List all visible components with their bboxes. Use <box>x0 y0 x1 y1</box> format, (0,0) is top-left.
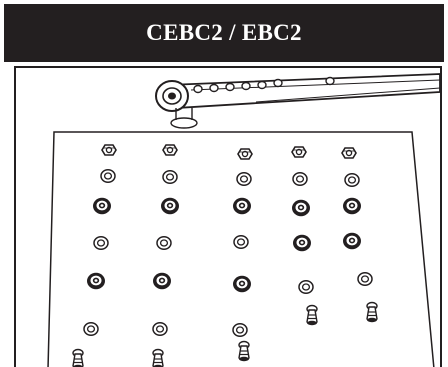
small-nut-icon <box>291 146 307 158</box>
large-nut-icon <box>232 275 252 293</box>
flat-washer-icon <box>100 169 116 183</box>
flat-washer-icon <box>292 172 308 186</box>
threaded-stud-icon <box>152 348 164 367</box>
hardware-row-6 <box>83 301 378 337</box>
hardware-row-1 <box>101 144 357 160</box>
flat-washer-icon <box>93 236 109 250</box>
wrench-icon <box>155 73 440 129</box>
small-nut-icon <box>237 148 253 160</box>
large-nut-icon <box>342 232 362 250</box>
threaded-stud-icon <box>306 304 318 326</box>
flat-washer-icon <box>357 272 373 286</box>
threaded-stud-icon <box>238 340 250 362</box>
large-nut-icon <box>86 272 106 290</box>
large-nut-icon <box>292 234 312 252</box>
large-nut-icon <box>342 197 362 215</box>
small-nut-icon <box>341 147 357 159</box>
flat-washer-icon <box>344 173 360 187</box>
flat-washer-icon <box>298 280 314 294</box>
hardware-diagram <box>47 73 440 367</box>
hardware-row-7 <box>72 340 250 367</box>
flat-washer-icon <box>152 322 168 336</box>
header-title: CEBC2 / EBC2 <box>4 4 444 62</box>
large-nut-icon <box>92 197 112 215</box>
flat-washer-icon <box>236 172 252 186</box>
hardware-row-3 <box>92 197 362 217</box>
hardware-row-5 <box>86 272 373 294</box>
large-nut-icon <box>232 197 252 215</box>
hardware-row-2 <box>100 169 360 187</box>
mounting-board <box>47 131 435 367</box>
hardware-row-4 <box>93 232 362 252</box>
large-nut-icon <box>291 199 311 217</box>
flat-washer-icon <box>162 170 178 184</box>
threaded-stud-icon <box>366 301 378 323</box>
flat-washer-icon <box>156 236 172 250</box>
flat-washer-icon <box>233 235 249 249</box>
flat-washer-icon <box>232 323 248 337</box>
small-nut-icon <box>101 144 117 156</box>
large-nut-icon <box>152 272 172 290</box>
hardware-illustration-panel <box>14 66 442 367</box>
flat-washer-icon <box>83 322 99 336</box>
threaded-stud-icon <box>72 348 84 367</box>
small-nut-icon <box>162 144 178 156</box>
large-nut-icon <box>160 197 180 215</box>
